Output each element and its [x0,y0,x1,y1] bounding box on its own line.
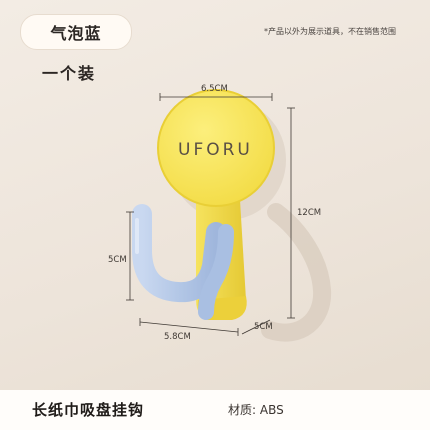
dim-plate-width: 6.5CM [201,84,228,94]
dim-hook-height: 5CM [108,255,127,265]
disclaimer: *产品以外为展示道具，不在销售范围 [264,27,396,36]
dim-plate-width-line [159,93,273,101]
dim-total-height-line [287,107,295,319]
brand-text: UFORU [178,140,253,160]
hook-shadow [261,203,332,342]
dim-base-width: 5.8CM [164,332,191,342]
dim-depth-line [241,319,271,335]
footer-bar [0,390,430,430]
dim-total-height: 12CM [297,208,322,218]
material-text: 材质: ABS [228,403,284,417]
suction-plate [158,90,274,206]
dim-hook-height-line [126,211,134,301]
count-label: 一个装 [42,64,97,83]
hook-right-arm [198,224,234,320]
dim-base-width-line [139,318,239,336]
dim-depth: 5CM [254,322,273,332]
color-tag: 气泡蓝 [20,14,132,50]
product-name: 长纸巾吸盘挂钩 [32,401,145,419]
